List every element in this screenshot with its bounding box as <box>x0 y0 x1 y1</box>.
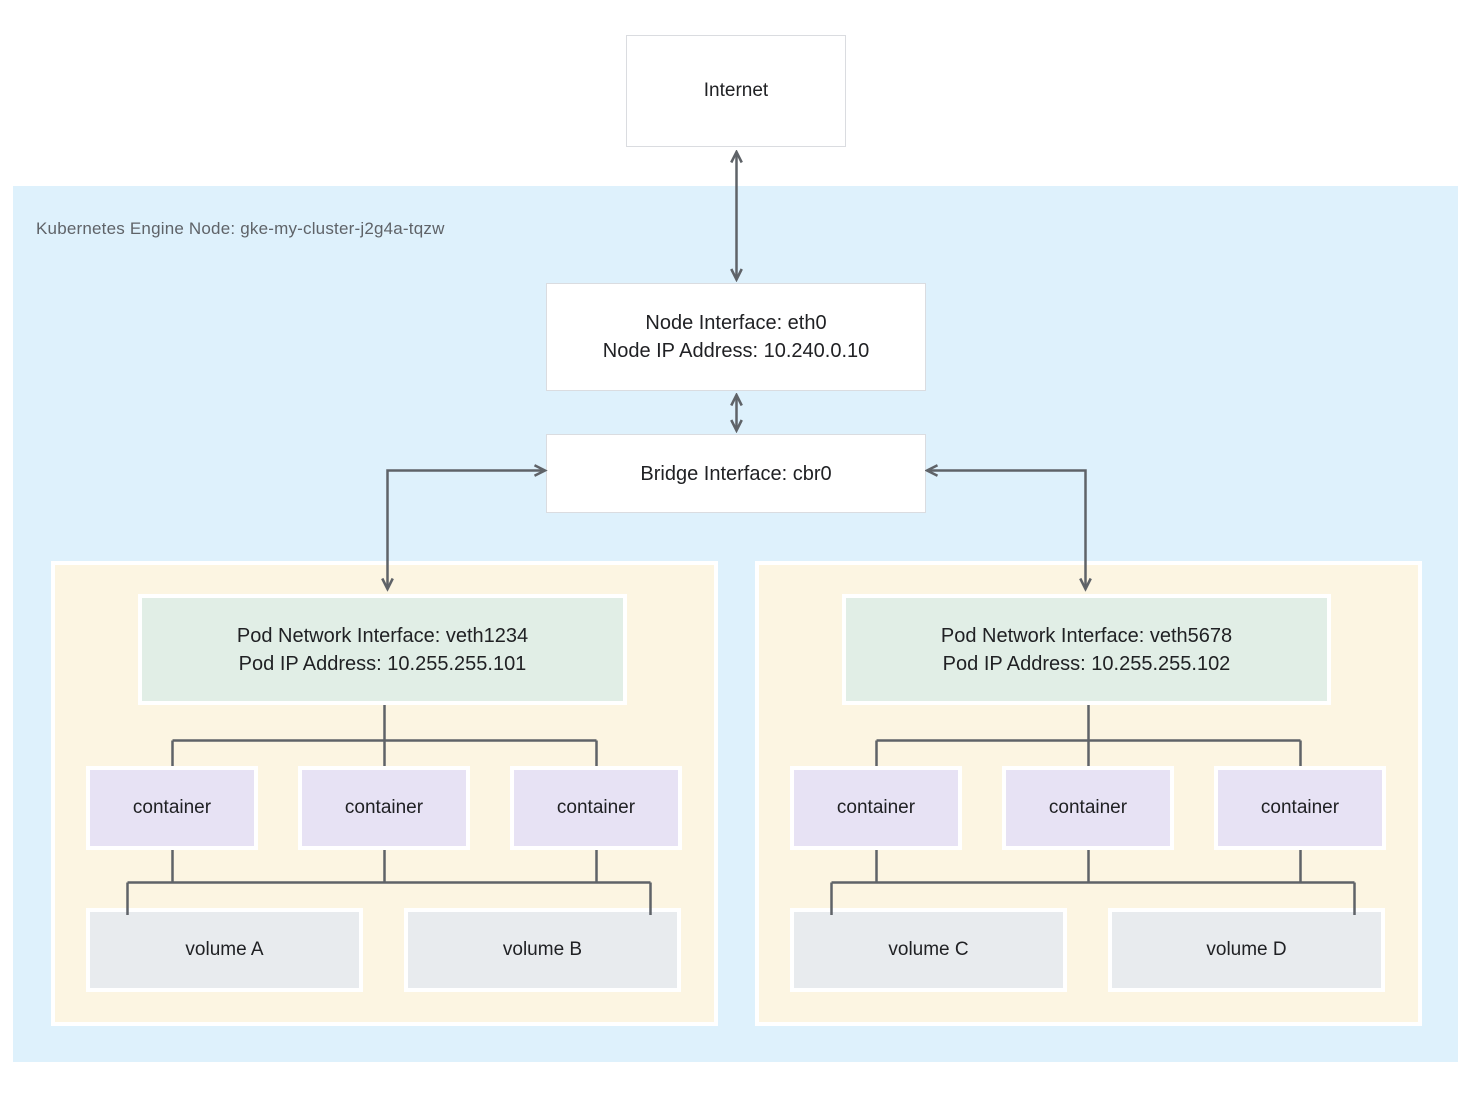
bridge-interface-label: Bridge Interface: cbr0 <box>640 462 832 485</box>
pod-2-volume-c-box: volume C <box>790 908 1067 992</box>
container-label: container <box>1260 797 1340 818</box>
pod-1-network-interface-box: Pod Network Interface: veth1234 Pod IP A… <box>138 594 627 705</box>
cluster-label: Kubernetes Engine Node: gke-my-cluster-j… <box>36 219 445 238</box>
pod-2-network-interface-box: Pod Network Interface: veth5678 Pod IP A… <box>842 594 1331 705</box>
pod-1-volume-a-box: volume A <box>86 908 363 992</box>
bridge-interface-box: Bridge Interface: cbr0 <box>546 434 926 513</box>
internet-box: Internet <box>626 35 846 147</box>
volume-label: volume D <box>1206 939 1287 960</box>
pod-1-network-interface-name: Pod Network Interface: veth1234 <box>236 624 529 647</box>
pod-2-network-interface-name: Pod Network Interface: veth5678 <box>940 624 1233 647</box>
pod-1-ip-address: Pod IP Address: 10.255.255.101 <box>238 652 527 675</box>
pod-1-container-1-box: container <box>86 766 258 850</box>
container-label: container <box>344 797 424 818</box>
internet-label: Internet <box>703 80 769 101</box>
pod-2-container-3-box: container <box>1214 766 1386 850</box>
pod-1: Pod Network Interface: veth1234 Pod IP A… <box>51 561 718 1026</box>
container-label: container <box>836 797 916 818</box>
container-label: container <box>556 797 636 818</box>
volume-label: volume B <box>502 939 583 960</box>
pod-1-container-3-box: container <box>510 766 682 850</box>
pod-2-ip-address: Pod IP Address: 10.255.255.102 <box>942 652 1231 675</box>
pod-1-container-2-box: container <box>298 766 470 850</box>
node-ip-address: Node IP Address: 10.240.0.10 <box>602 340 870 362</box>
node-interface-box: Node Interface: eth0 Node IP Address: 10… <box>546 283 926 391</box>
volume-label: volume C <box>888 939 969 960</box>
volume-label: volume A <box>185 939 264 960</box>
node-interface-name: Node Interface: eth0 <box>645 312 827 334</box>
pod-2: Pod Network Interface: veth5678 Pod IP A… <box>755 561 1422 1026</box>
pod-2-container-2-box: container <box>1002 766 1174 850</box>
pod-1-volume-b-box: volume B <box>404 908 681 992</box>
pod-2-container-1-box: container <box>790 766 962 850</box>
pod-2-volume-d-box: volume D <box>1108 908 1385 992</box>
container-label: container <box>1048 797 1128 818</box>
container-label: container <box>132 797 212 818</box>
